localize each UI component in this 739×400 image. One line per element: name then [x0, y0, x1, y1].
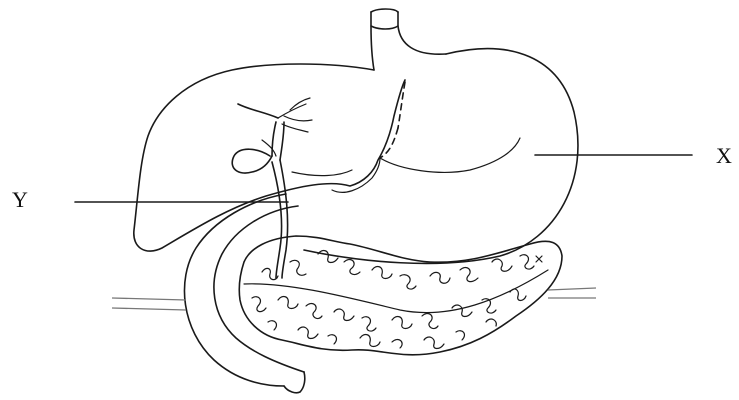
- bile-duct-tree: [238, 98, 312, 160]
- label-x: X: [716, 143, 732, 168]
- liver: [134, 64, 405, 251]
- pancreas: [239, 236, 562, 355]
- right-blood-vessel: [548, 288, 596, 298]
- stomach: [304, 49, 578, 264]
- left-blood-vessel: [112, 298, 186, 310]
- label-y: Y: [12, 187, 28, 212]
- gallbladder: [232, 140, 276, 173]
- esophagus: [371, 9, 446, 70]
- common-bile-duct: [272, 160, 288, 278]
